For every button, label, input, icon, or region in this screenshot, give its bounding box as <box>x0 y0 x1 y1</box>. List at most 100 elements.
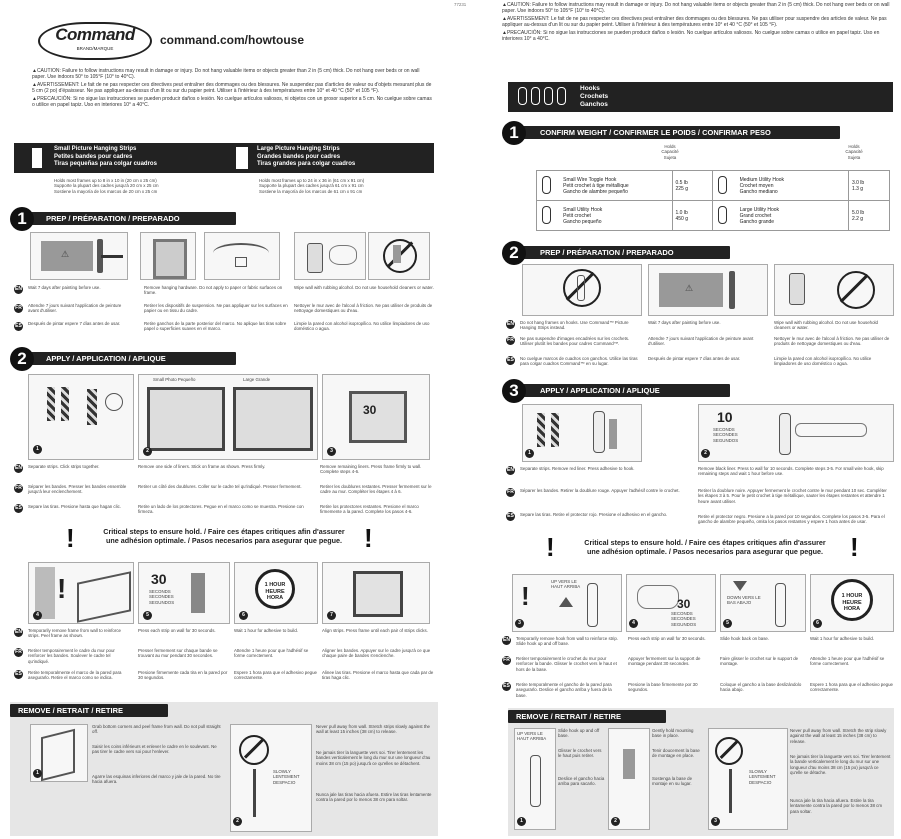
capacity-header-1: Holds Capacité Sujeta <box>661 144 679 160</box>
hold-base-illustration: 2 <box>608 728 650 830</box>
seconds-label: SECONDS SECONDES SEGUNDOS <box>713 427 739 443</box>
frame-hardware-illustration <box>140 232 196 280</box>
remove-col2: Never pull away from wall. Stretch strip… <box>316 724 432 803</box>
step-marker-7: 7 <box>327 611 336 620</box>
step-marker-2: 2 <box>701 449 710 458</box>
frame-strip-placement-illustration: Small Photo Pequeño Large Grande 2 <box>138 374 318 460</box>
step2-number: 2 <box>502 241 526 265</box>
step2-col3: Wipe wall with rubbing alcohol. Do not u… <box>774 320 890 367</box>
small-strips-notes: Holds most frames up to 8 in x 10 in (20… <box>54 178 159 194</box>
seconds-30: 30 <box>677 597 691 611</box>
large-utility-hook-name: Large Utility Hook Grand crochet Gancho … <box>736 200 849 231</box>
press-base-30s-illustration: 30 SECONDS SECONDES SEGUNDOS 4 <box>626 574 716 632</box>
alcohol-wipe-illustration <box>294 232 366 280</box>
small-utility-hook-capacity: 1.0 lb 450 g <box>671 200 714 231</box>
large-photo-label: Large Grande <box>243 377 271 382</box>
step-marker-2: 2 <box>143 447 152 456</box>
step-marker-2: 2 <box>611 817 620 826</box>
seconds-30: 30 <box>151 571 167 587</box>
lang-marker-en: EN <box>14 464 23 473</box>
critical-exclamation-left: ! <box>546 532 555 562</box>
step4-col4: Wait 1 hour for adhesive to build. Atten… <box>810 636 893 693</box>
step2-bar: APPLY / APPLICATION / APLIQUE <box>20 352 236 365</box>
no-frames-on-hooks-illustration <box>522 264 642 316</box>
small-photo-label: Small Photo Pequeño <box>153 377 196 382</box>
step3-bar: APPLY / APPLICATION / APLIQUE <box>514 384 730 397</box>
lang-marker-fr: FR <box>14 304 23 313</box>
logo-brand: Command <box>55 25 135 44</box>
remove-section: REMOVE / RETRAIT / RETIRE 1 Grab bottom … <box>10 702 438 836</box>
step-marker-6: 6 <box>813 619 822 628</box>
lang-marker-es: ES <box>14 670 23 679</box>
peel-frame-illustration: ! 4 <box>28 562 134 624</box>
lang-marker-fr: FR <box>14 648 23 657</box>
stretch-strip-illustration: SLOWLY LENTEMENT DESPACIO 3 <box>708 728 788 830</box>
step-marker-3: 3 <box>327 447 336 456</box>
step3-number: 3 <box>502 379 526 403</box>
strips-header: Small Picture Hanging Strips Petites ban… <box>14 143 434 173</box>
press-hook-10s-illustration: 10 SECONDS SECONDES SEGUNDOS 2 <box>698 404 894 462</box>
step2-col1: Separate strips. Click strips together. … <box>28 464 127 509</box>
warning-icon: ⚠ <box>685 283 694 293</box>
large-strips-icon <box>236 147 248 169</box>
step-marker-1: 1 <box>33 445 42 454</box>
critical-exclamation-left: ! <box>66 523 75 553</box>
step-marker-2: 2 <box>233 817 242 826</box>
caution-block: ▲CAUTION: Failure to follow instructions… <box>32 68 432 108</box>
align-strips-illustration: 7 <box>322 562 430 624</box>
step1-col3: Wipe wall with rubbing alcohol. Do not u… <box>294 285 434 332</box>
step4-col1: Temporarily remove frame from wall to re… <box>28 628 122 681</box>
caution-fr: ▲AVERTISSEMENT: Le fait de ne pas respec… <box>502 16 887 28</box>
lang-marker-en: EN <box>506 320 515 329</box>
lang-marker-fr: FR <box>14 484 23 493</box>
down-label: DOWN VERS LE BAS ABAJO <box>727 595 761 606</box>
caution-fr: ▲AVERTISSEMENT: Le fait de ne pas respec… <box>32 82 432 94</box>
howtouse-url: command.com/howtouse <box>160 33 305 47</box>
warning-icon: ⚠ <box>61 249 70 259</box>
step-marker-4: 4 <box>33 611 42 620</box>
wait-hour-illustration: 1 HOUR HEURE HORA 6 <box>234 562 318 624</box>
press-strip-30s-illustration: 30 SECONDS SECONDES SEGUNDOS 5 <box>138 562 230 624</box>
caution-block: ▲CAUTION: Failure to follow instructions… <box>502 2 890 42</box>
step-marker-5: 5 <box>723 619 732 628</box>
press-to-wall-illustration: 30 3 <box>322 374 430 460</box>
small-wire-hook-icon <box>536 170 561 201</box>
hooks-icon <box>516 87 568 110</box>
step-marker-3: 3 <box>515 619 524 628</box>
remove-section: REMOVE / RETRAIT / RETIRE UP VERS LE HAU… <box>508 708 894 836</box>
lang-marker-es: ES <box>14 504 23 513</box>
hooks-header: Hooks Crochets Ganchos <box>508 82 893 112</box>
step2-bar: PREP / PRÉPARATION / PREPARADO <box>514 246 730 259</box>
seconds-label: SECONDS SECONDES SEGUNDOS <box>671 611 697 627</box>
right-instruction-page: 77231 ▲CAUTION: Failure to follow instru… <box>452 0 897 839</box>
step1-bar: PREP / PRÉPARATION / PREPARADO <box>20 212 236 225</box>
step-marker-1: 1 <box>525 449 534 458</box>
lang-marker-es: ES <box>506 356 515 365</box>
caution-es: ▲PRECAUCIÓN: Si no sigue las instruccion… <box>32 96 432 108</box>
up-label: UP VERS LE HAUT ARRIBA <box>551 579 581 590</box>
medium-utility-hook-name: Medium Utility Hook Crochet moyen Gancho… <box>736 170 849 201</box>
step-marker-1: 1 <box>517 817 526 826</box>
step4-col4: Align strips. Press frame until each pai… <box>322 628 434 681</box>
card-30: 30 <box>363 403 377 417</box>
weight-table: Small Wire Toggle Hook Petit crochet à t… <box>536 170 891 231</box>
seconds-10: 10 <box>717 409 733 425</box>
remove-col2: Gently hold mounting base in place. Teni… <box>652 728 700 787</box>
separate-strips-illustration: 1 <box>522 404 642 462</box>
remove-col1: Grab bottom corners and peel frame from … <box>92 724 221 785</box>
step-marker-5: 5 <box>143 611 152 620</box>
grab-corners-illustration: 1 <box>30 724 88 782</box>
medium-utility-hook-icon <box>712 170 737 201</box>
clock-icon: 1 HOUR HEURE HORA <box>255 569 295 609</box>
stretch-strip-illustration: SLOWLY LENTEMENT DESPACIO 2 <box>230 724 312 832</box>
lang-marker-en: EN <box>506 466 515 475</box>
alcohol-wipe-illustration <box>774 264 894 316</box>
step4-col2: Press each strip on wall for 30 seconds.… <box>628 636 706 693</box>
large-strips-notes: Holds most frames up to 24 in x 36 in (6… <box>259 178 365 194</box>
small-strips-title: Small Picture Hanging Strips Petites ban… <box>54 146 157 167</box>
step1-number: 1 <box>502 121 526 145</box>
small-wire-hook-capacity: 0.5 lb 225 g <box>671 170 714 201</box>
seconds-label: SECONDS SECONDES SEGUNDOS <box>149 589 175 605</box>
critical-exclamation-right: ! <box>364 523 373 553</box>
small-utility-hook-name: Small Utility Hook Petit crochet Gancho … <box>560 200 673 231</box>
